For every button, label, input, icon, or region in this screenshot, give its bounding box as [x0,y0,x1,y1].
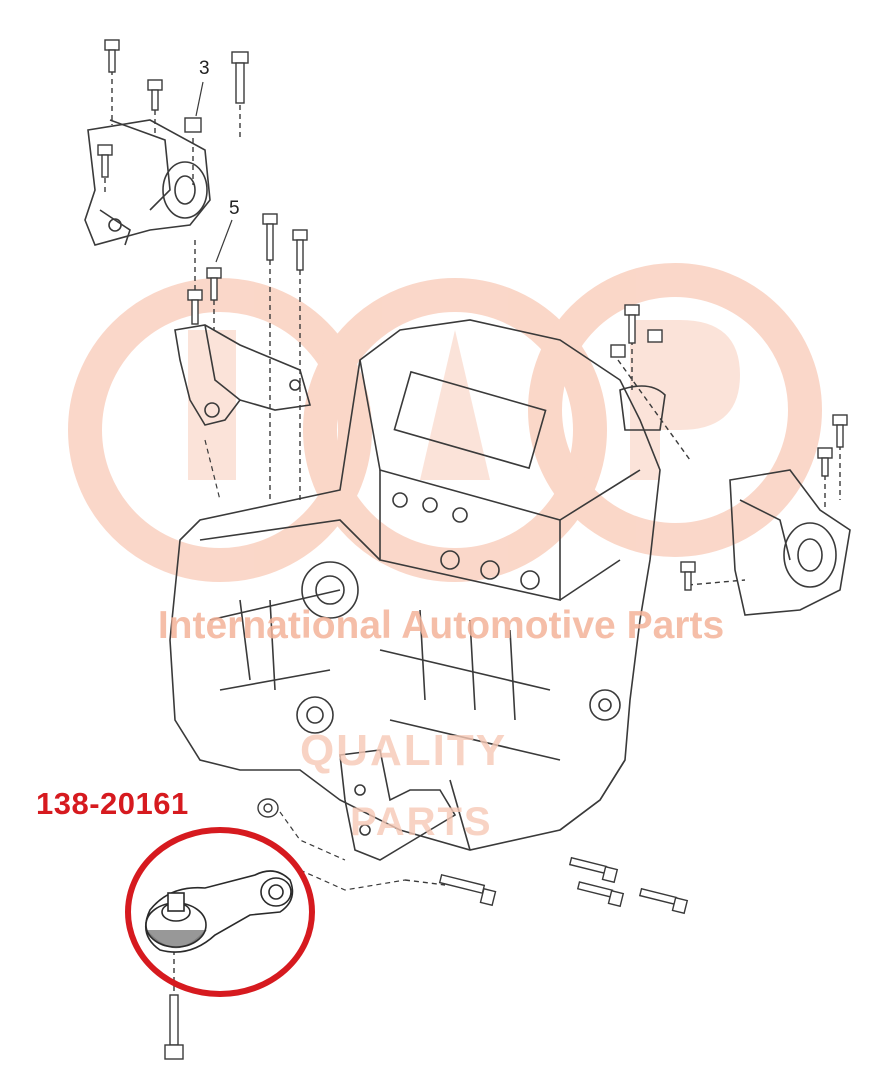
right-mount [619,385,851,616]
bolt [147,79,163,135]
bolt [206,267,222,330]
bolt [576,881,625,908]
transmission-bracket [174,324,312,426]
bolt [638,887,689,915]
watermark-quality: QUALITY [300,726,508,775]
iap-watermark-letters [188,320,740,480]
bolt [262,213,278,500]
upper-left-mount [84,119,211,246]
bolt [832,414,848,500]
bolt [610,344,691,461]
bolt [647,329,663,343]
lower-bracket [339,749,457,861]
bolt [568,856,619,884]
bolt [187,240,203,325]
bolt [817,447,833,510]
part-number-label: 138-20161 [36,786,189,821]
watermark-parts: PARTS [350,800,493,844]
watermark-company-name: International Automotive Parts [157,604,725,647]
bolts [97,39,848,1060]
bolt [624,304,640,390]
iap-watermark-logo [68,263,822,582]
callout-3: 3 [199,58,210,79]
engine-block [169,319,661,851]
highlight-circle [125,827,315,997]
bolt [231,51,249,140]
nut [257,798,279,818]
bolt [184,117,202,185]
callout-5: 5 [229,198,240,219]
bolt [97,144,113,195]
bolt [292,229,308,500]
bolt [104,39,120,125]
callout-leaders [195,81,233,263]
torque-strut-mount [144,870,294,953]
bolt [680,561,746,591]
bolt [164,950,184,1060]
alignment-lines [204,439,406,891]
bolt [404,873,497,907]
